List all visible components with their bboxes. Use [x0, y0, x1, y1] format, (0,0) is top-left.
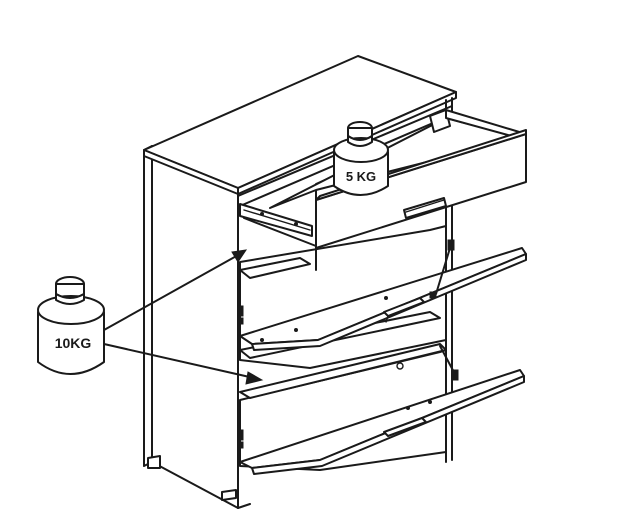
- flap-weight-label: 10KG: [55, 335, 92, 351]
- rivet: [406, 406, 410, 410]
- upper-flap-handle: [383, 297, 425, 317]
- left-side-panel: [151, 145, 239, 509]
- foot-left: [147, 455, 161, 469]
- left-hinge-lower-2: [239, 441, 244, 449]
- left-hinge-upper-2: [239, 317, 244, 325]
- load-arrows: [103, 249, 264, 385]
- middle-shelf: [239, 343, 447, 399]
- weight-top-face: [333, 137, 389, 163]
- arrow-head-upper: [231, 249, 248, 263]
- arrow-head-lower: [245, 371, 264, 385]
- weight-top-face: [37, 295, 105, 325]
- rivet: [260, 338, 264, 342]
- rivet: [384, 296, 388, 300]
- upper-strut-bracket: [447, 239, 455, 251]
- base-edge: [237, 503, 251, 509]
- rivet: [428, 400, 432, 404]
- rivet: [294, 328, 298, 332]
- upper-flap-edge: [251, 253, 527, 351]
- peg-hole: [396, 362, 404, 370]
- left-hinge-upper: [237, 305, 244, 317]
- upper-shelf-top: [239, 257, 311, 279]
- rivet: [260, 212, 264, 216]
- upper-strut-arm: [435, 247, 451, 295]
- arrow-to-upper-flap: [103, 253, 241, 331]
- lower-flap-handle: [383, 417, 427, 437]
- lower-flap-edge: [251, 375, 525, 475]
- foot-front: [221, 489, 237, 501]
- weight-neck: [55, 293, 85, 305]
- weight-neck: [347, 135, 373, 147]
- flap-weight: 10KG: [37, 276, 105, 375]
- upper-flap: [239, 239, 527, 351]
- lower-strut-bracket: [451, 369, 459, 381]
- drawer-weight: 5 KG: [333, 121, 389, 196]
- drawer-runner-rail: [243, 209, 311, 231]
- rivet: [294, 222, 298, 226]
- upper-flap-handle-detail: [385, 315, 389, 323]
- drawer-handle-detail: [405, 199, 445, 213]
- lower-compartment: [237, 343, 447, 471]
- lower-flap: [239, 345, 525, 475]
- upper-strut-mount: [429, 291, 437, 299]
- drawer-weight-label: 5 KG: [346, 169, 376, 184]
- left-hinge-lower: [237, 429, 244, 441]
- arrow-to-lower-flap: [103, 343, 255, 379]
